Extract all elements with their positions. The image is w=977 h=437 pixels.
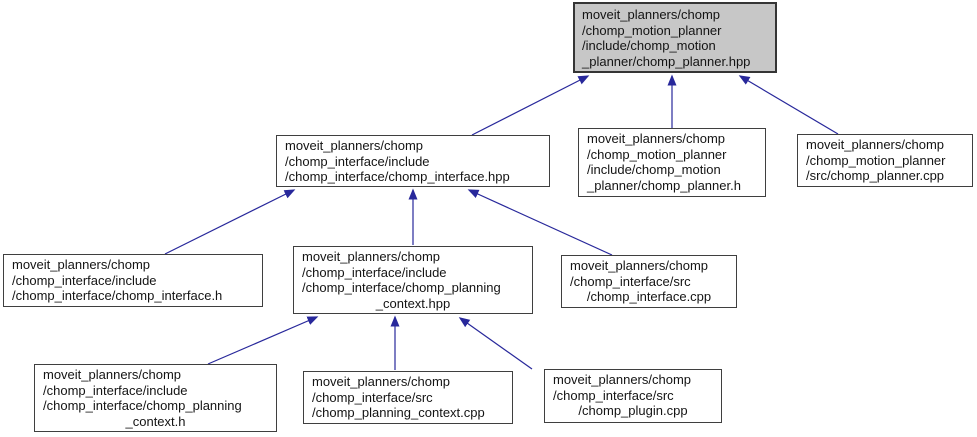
node-chomp-planning-context-h[interactable]: moveit_planners/chomp/chomp_interface/in…	[34, 364, 277, 432]
include-edge	[471, 75, 590, 136]
node-label-line: moveit_planners/chomp	[12, 257, 151, 272]
node-label-line: moveit_planners/chomp	[43, 367, 182, 382]
node-label-line: _planner/chomp_planner.h	[587, 177, 741, 193]
node-label-line: /chomp_interface/include	[302, 264, 447, 280]
node-label-line: /include/chomp_motion	[582, 38, 716, 53]
node-label-line: /chomp_interface/include	[285, 153, 430, 169]
node-label-line: /chomp_motion_planner	[806, 152, 946, 168]
node-chomp-interface-cpp[interactable]: moveit_planners/chomp/chomp_interface/sr…	[561, 255, 737, 308]
include-edge	[467, 189, 613, 256]
include-edge	[458, 317, 533, 370]
node-chomp-interface-h[interactable]: moveit_planners/chomp/chomp_interface/in…	[3, 254, 263, 307]
node-label-line: /chomp_interface.cpp	[586, 289, 712, 304]
node-chomp-planner-hpp: moveit_planners/chomp/chomp_motion_plann…	[573, 2, 777, 73]
include-edge	[164, 189, 296, 255]
node-label-line: moveit_planners/chomp	[312, 374, 451, 389]
node-label-line: /chomp_plugin.cpp	[578, 403, 688, 418]
node-label-line: moveit_planners/chomp	[806, 137, 945, 152]
node-label-line: /include/chomp_motion	[587, 162, 721, 177]
node-chomp-planning-context-cpp[interactable]: moveit_planners/chomp/chomp_interface/sr…	[303, 371, 513, 424]
node-label-line: /chomp_interface/chomp_interface.hpp	[285, 169, 510, 184]
node-label-line: /src/chomp_planner.cpp	[806, 168, 945, 183]
node-label-line: /chomp_interface/src	[570, 273, 691, 289]
node-label-line: moveit_planners/chomp	[553, 372, 692, 387]
node-label-line: /chomp_interface/chomp_interface.h	[12, 288, 223, 303]
node-label-line: /chomp_interface/include	[12, 272, 157, 288]
node-label-line: moveit_planners/chomp	[582, 7, 721, 22]
node-chomp-planner-h[interactable]: moveit_planners/chomp/chomp_motion_plann…	[578, 128, 766, 197]
node-label-line: moveit_planners/chomp	[570, 258, 709, 273]
node-label-line: /chomp_planning_context.cpp	[312, 405, 485, 420]
node-label-line: /chomp_interface/src	[553, 387, 674, 403]
node-label-line: moveit_planners/chomp	[302, 249, 441, 264]
node-chomp-planning-context-hpp[interactable]: moveit_planners/chomp/chomp_interface/in…	[293, 246, 533, 314]
node-chomp-plugin-cpp[interactable]: moveit_planners/chomp/chomp_interface/sr…	[544, 369, 722, 423]
node-chomp-planner-cpp[interactable]: moveit_planners/chomp/chomp_motion_plann…	[797, 134, 973, 187]
node-label-line: /chomp_motion_planner	[587, 146, 727, 162]
node-label-line: /chomp_interface/chomp_planning	[43, 398, 242, 413]
node-label-line: _context.h	[125, 413, 186, 429]
include-edge	[738, 75, 839, 135]
node-chomp-interface-hpp[interactable]: moveit_planners/chomp/chomp_interface/in…	[276, 135, 550, 187]
node-label-line: /chomp_interface/src	[312, 389, 433, 405]
node-label-line: _context.hpp	[375, 295, 451, 311]
node-label-line: moveit_planners/chomp	[285, 138, 424, 153]
node-label-line: /chomp_motion_planner	[582, 22, 722, 38]
node-label-line: /chomp_interface/include	[43, 382, 188, 398]
node-label-line: /chomp_interface/chomp_planning	[302, 280, 501, 295]
include-edge	[207, 316, 319, 365]
node-label-line: moveit_planners/chomp	[587, 131, 726, 146]
node-label-line: _planner/chomp_planner.hpp	[582, 53, 751, 69]
